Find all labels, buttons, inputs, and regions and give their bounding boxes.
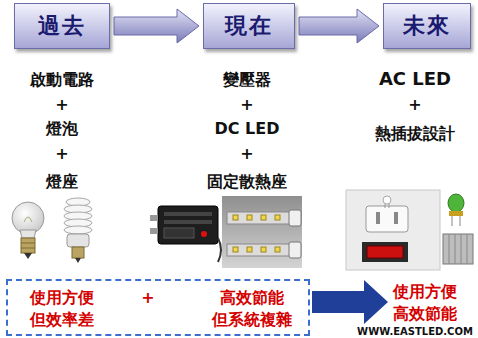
component-label: +	[408, 95, 421, 114]
era-label: 過去	[38, 11, 86, 41]
summary-text: 使用方便 但效率差	[30, 287, 94, 330]
component-label: +	[240, 144, 253, 163]
component-label: 燈座	[46, 172, 78, 191]
era-label: 現在	[225, 11, 273, 41]
era-box: 未來	[383, 3, 471, 49]
component-label: 熱插拔設計	[375, 124, 455, 143]
component-label: 啟動電路	[30, 70, 94, 89]
ac-led-photo	[346, 190, 440, 270]
incandescent-bulb	[12, 202, 44, 259]
era-box: 過去	[14, 3, 110, 49]
era-arrow	[299, 9, 379, 43]
component-label: 固定散熱座	[207, 172, 287, 191]
result-text: 使用方便 高效節能	[393, 281, 457, 324]
summary-text: +	[141, 287, 154, 309]
summary-text: 高效節能 但系統複雜	[212, 287, 292, 330]
component-label: 變壓器	[223, 70, 271, 89]
component-label: 燈泡	[46, 119, 78, 138]
component-label: AC LED	[379, 68, 451, 90]
component-label: DC LED	[215, 119, 280, 138]
led-icon	[448, 194, 464, 226]
component-label: +	[55, 144, 68, 163]
era-arrow	[114, 9, 199, 43]
heat-sink-icon	[443, 234, 473, 264]
era-label: 未來	[403, 11, 451, 41]
era-box: 現在	[203, 3, 295, 49]
cfl-bulb	[64, 198, 92, 263]
result-arrow	[312, 280, 388, 324]
component-label: +	[55, 95, 68, 114]
watermark: WWW.EASTLED.COM	[357, 326, 473, 338]
transformer-device	[150, 206, 221, 262]
component-label: +	[240, 95, 253, 114]
summary-box: 使用方便 但效率差 + 高效節能 但系統複雜	[6, 279, 310, 336]
led-strip-photo	[222, 196, 302, 268]
